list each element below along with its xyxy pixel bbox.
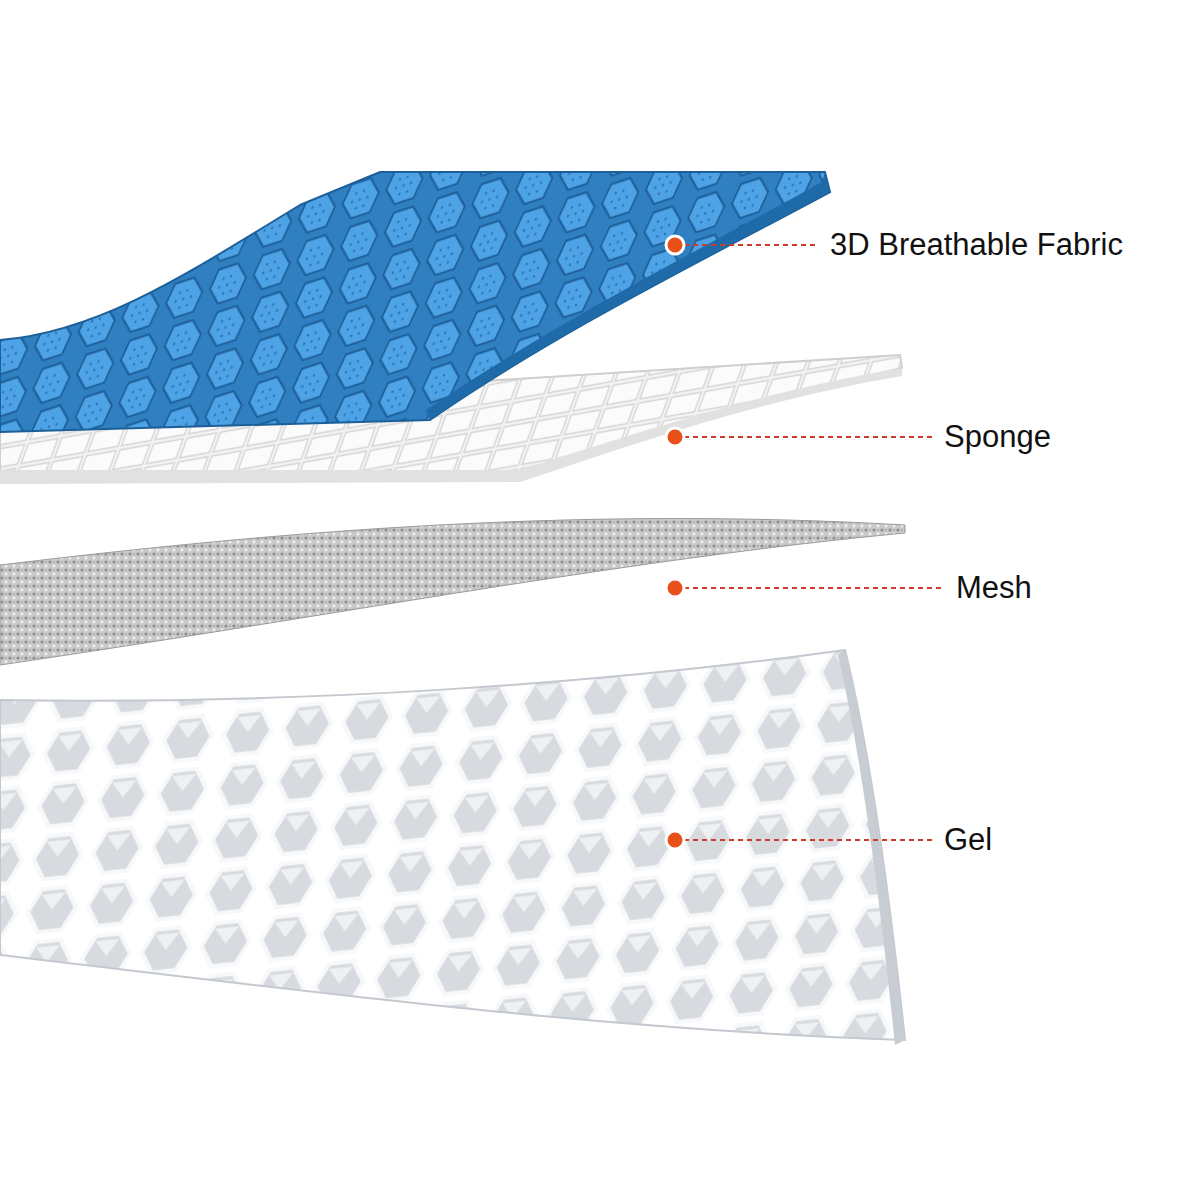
part-label: Gel bbox=[942, 822, 994, 858]
part-label: Sponge bbox=[942, 419, 1053, 455]
part-label: Mesh bbox=[954, 570, 1034, 606]
part-label: 3D Breathable Fabric bbox=[828, 227, 1125, 263]
